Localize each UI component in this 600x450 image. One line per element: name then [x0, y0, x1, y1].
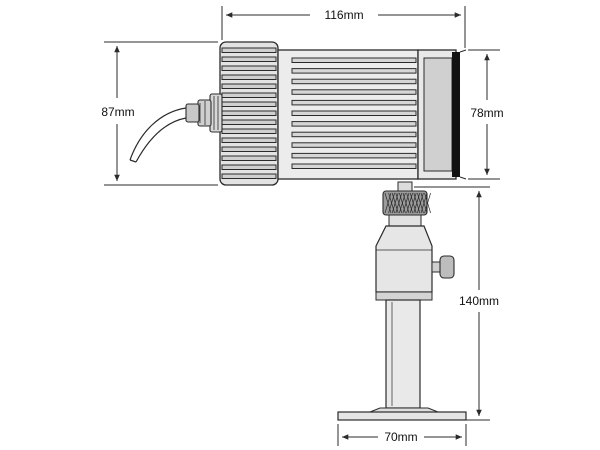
rear-cap-rib [221, 164, 277, 170]
knurl-line [424, 192, 431, 214]
body-fin [291, 163, 417, 169]
cable-gland [185, 93, 223, 133]
stand-base [337, 407, 467, 421]
dimension-top-width: 116mm [221, 6, 466, 48]
rear-cap-rib [221, 119, 277, 125]
rear-cap-rib [221, 56, 277, 62]
cable [129, 107, 187, 163]
body-fin [291, 89, 417, 95]
knurl-line [402, 192, 410, 214]
rear-cap-rib [221, 47, 277, 53]
body-fin [291, 121, 417, 127]
knurl-line [409, 192, 417, 214]
body-fins [277, 49, 419, 180]
stand-post [385, 299, 421, 409]
body-fin [291, 152, 417, 159]
dimension-left-height: 87mm [101, 41, 218, 186]
dimension-right-height: 78mm [468, 49, 504, 180]
knurl-line [413, 192, 421, 214]
rear-cap-rib [221, 65, 277, 71]
dim-label-stand-height: 140mm [459, 294, 499, 308]
rear-cap-rib [221, 110, 277, 116]
rear-cap-rib [221, 155, 277, 161]
knurl-line [388, 192, 395, 214]
body-fin [291, 57, 417, 63]
rear-cap-rib [221, 74, 277, 80]
rear-cap-rib [221, 146, 277, 152]
body-fin [291, 110, 417, 116]
dim-label-right-height: 78mm [470, 106, 503, 120]
mount-stand [337, 181, 467, 421]
knurl-line [406, 192, 413, 214]
knurl-line [384, 192, 392, 214]
camera-housing [129, 41, 467, 186]
knurl-line [391, 192, 399, 214]
knurl-line [399, 192, 406, 214]
rear-cap-rib [221, 92, 277, 98]
rear-cap [219, 41, 279, 186]
body-fin [291, 68, 417, 74]
knurl-line [420, 192, 428, 214]
rear-cap-rib [221, 101, 277, 107]
rear-cap-rib [221, 173, 277, 179]
lens-glass [452, 52, 460, 177]
mount-screw [382, 181, 431, 227]
ball-joint [375, 225, 455, 301]
body-fin [291, 142, 417, 148]
knurl-line [395, 192, 403, 214]
dim-label-base-width: 70mm [384, 430, 417, 444]
body-fin [291, 99, 417, 106]
dimension-base-width: 70mm [337, 424, 467, 446]
dim-label-top-width: 116mm [324, 8, 363, 22]
dimension-stand-height: 140mm [414, 186, 499, 421]
front-bezel [417, 49, 467, 180]
rear-cap-rib [221, 128, 277, 134]
knurl-line [417, 192, 424, 214]
body-fin [291, 78, 417, 85]
rear-cap-rib [221, 83, 277, 89]
dim-label-left-height: 87mm [101, 105, 134, 119]
body-fin [291, 131, 417, 138]
rear-cap-rib [221, 137, 277, 143]
